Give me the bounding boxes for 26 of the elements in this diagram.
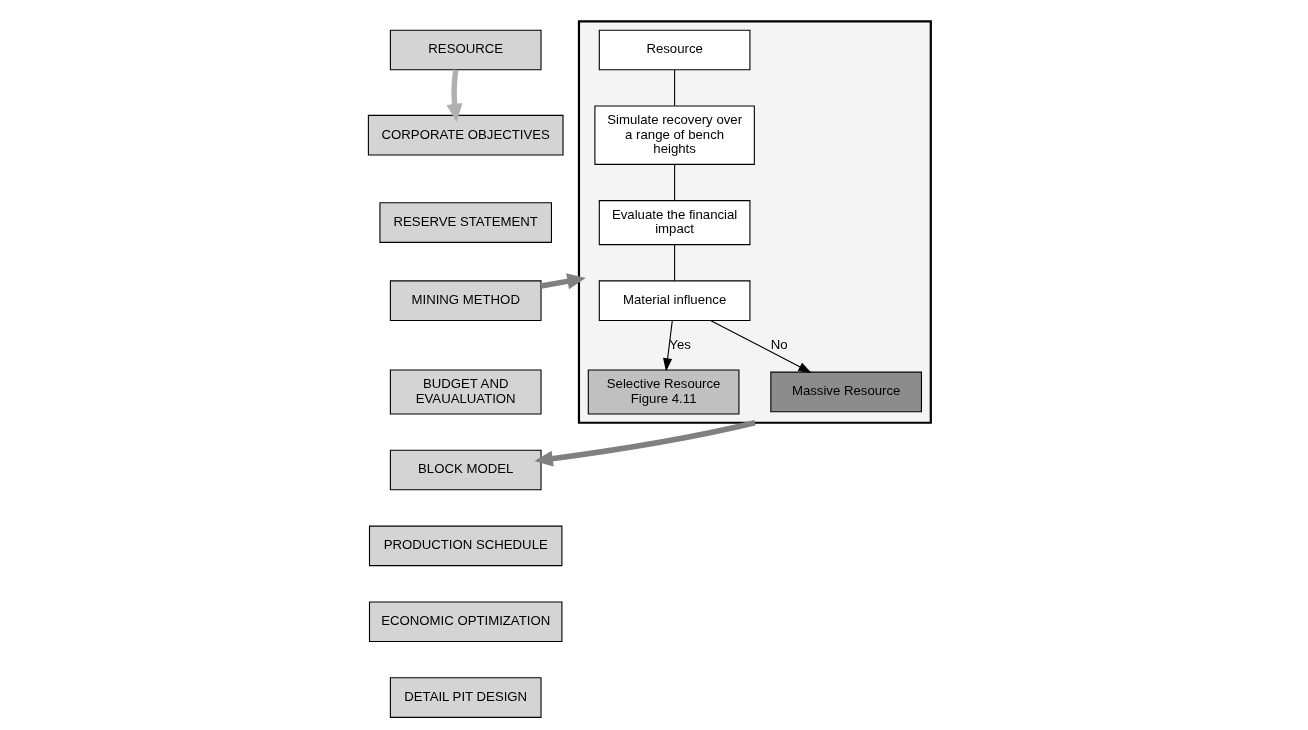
edge-label: Yes	[669, 336, 691, 352]
node-box: RESOURCE	[389, 29, 542, 71]
node-box: BLOCK MODEL	[389, 449, 542, 491]
node-box: ECONOMIC OPTIMIZATION	[368, 601, 563, 643]
cluster	[577, 20, 932, 424]
connector	[674, 164, 676, 201]
node-box: DETAIL PIT DESIGN	[389, 677, 542, 718]
connector	[674, 69, 676, 107]
node-box: BUDGET AND EVAUALUATION	[389, 369, 542, 415]
node-box: Resource	[598, 29, 751, 71]
node-box: Simulate recovery over a range of bench heights	[594, 105, 755, 165]
arrow	[446, 69, 463, 123]
node-box: Evaluate the financial impact	[598, 200, 751, 246]
arrow	[710, 320, 812, 373]
node-box: Selective Resource Figure 4.11	[587, 369, 740, 415]
arrow	[534, 420, 756, 467]
node-box: RESERVE STATEMENT	[379, 202, 552, 243]
connector	[674, 244, 676, 282]
node-box: Material influence	[598, 280, 751, 322]
node-box: MINING METHOD	[389, 280, 542, 322]
node-box: PRODUCTION SCHEDULE	[368, 525, 563, 567]
edge-label: No	[770, 336, 788, 352]
arrow	[540, 273, 586, 290]
arrow	[663, 320, 673, 372]
node-box: CORPORATE OBJECTIVES	[367, 114, 564, 156]
node-box: Massive Resource	[770, 371, 922, 413]
